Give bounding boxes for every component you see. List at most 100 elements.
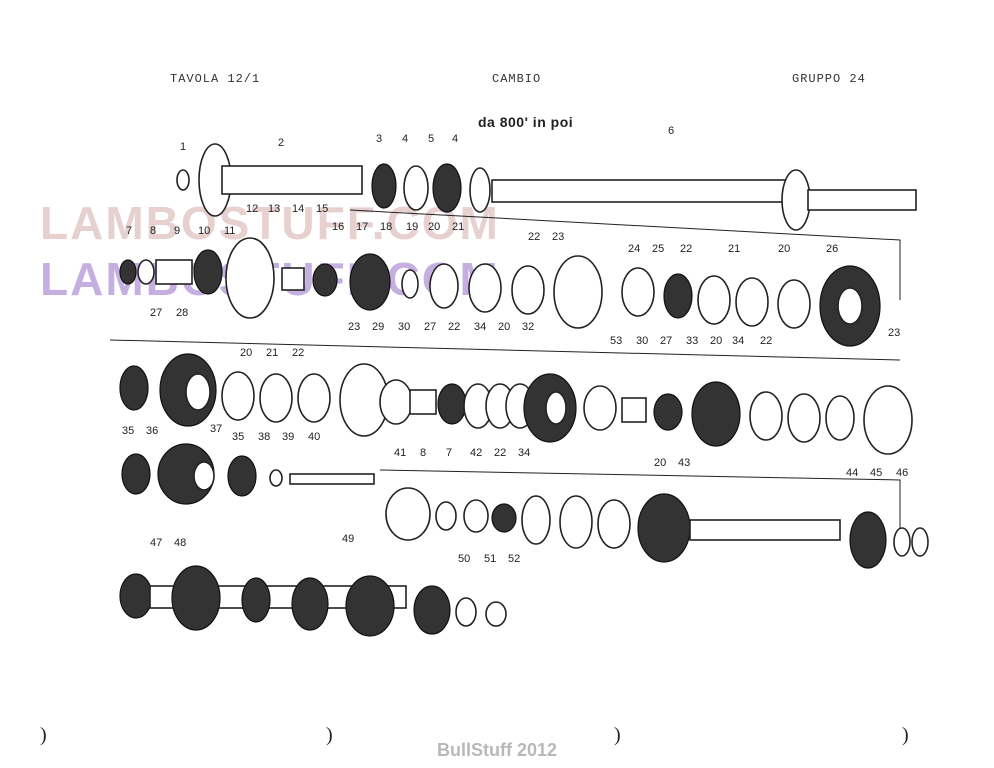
part-22f (521, 495, 551, 545)
scan-mark-3: ) (614, 724, 621, 746)
part-number-label: 34 (518, 447, 530, 459)
part-number-label: 16 (332, 221, 344, 233)
row-5-parts (119, 565, 507, 637)
part-number-label: 38 (258, 431, 270, 443)
part-number-label: 4 (452, 133, 458, 145)
part-number-label: 53 (610, 335, 622, 347)
part-number-label: 29 (372, 321, 384, 333)
part-44 (849, 511, 887, 569)
part-27c (653, 393, 683, 431)
part-4 (403, 165, 429, 211)
part-51 (455, 597, 477, 627)
part-22 (511, 265, 545, 315)
part-number-label: 20 (654, 457, 666, 469)
part-49-gear-a (241, 577, 271, 623)
part-23c (863, 385, 913, 455)
part-1 (176, 169, 190, 191)
part-20c (221, 371, 255, 421)
part-6-end (807, 189, 917, 211)
part-33-gear (691, 381, 741, 447)
part-number-label: 22 (494, 447, 506, 459)
part-number-label: 50 (458, 553, 470, 565)
part-20 (429, 263, 459, 309)
part-number-label: 23 (348, 321, 360, 333)
part-number-label: 27 (424, 321, 436, 333)
row-4-parts (121, 443, 929, 569)
part-number-label: 26 (826, 243, 838, 255)
part-number-label: 18 (380, 221, 392, 233)
part-number-label: 51 (484, 553, 496, 565)
part-48-gear (171, 565, 221, 631)
part-number-label: 33 (686, 335, 698, 347)
scan-mark-1: ) (40, 724, 47, 746)
part-number-label: 48 (174, 537, 186, 549)
part-number-label: 20 (240, 347, 252, 359)
part-number-label: 30 (636, 335, 648, 347)
part-number-label: 42 (470, 447, 482, 459)
part-45 (893, 527, 911, 557)
part-6-shaft (491, 179, 793, 203)
part-number-label: 23 (888, 327, 900, 339)
part-number-label: 12 (246, 203, 258, 215)
part-number-label: 13 (268, 203, 280, 215)
part-46 (911, 527, 929, 557)
part-number-label: 20 (498, 321, 510, 333)
part-number-label: 7 (446, 447, 452, 459)
part-7b (463, 499, 489, 533)
applicability-note: da 800' in poi (478, 114, 574, 130)
part-number-label: 21 (728, 243, 740, 255)
part-29 (379, 379, 413, 425)
part-25 (663, 273, 693, 319)
part-number-label: 25 (652, 243, 664, 255)
part-number-label: 22 (680, 243, 692, 255)
part-28-hub (185, 373, 211, 411)
part-37 (193, 461, 215, 491)
part-number-label: 35 (232, 431, 244, 443)
part-43-gear (637, 493, 691, 563)
part-number-label: 22 (292, 347, 304, 359)
part-number-label: 45 (870, 467, 882, 479)
part-41 (385, 487, 431, 541)
part-number-label: 43 (678, 457, 690, 469)
part-number-label: 2 (278, 137, 284, 149)
part-number-label: 1 (180, 141, 186, 153)
part-18-gear (349, 253, 391, 311)
part-number-label: 15 (316, 203, 328, 215)
part-3 (371, 163, 397, 209)
part-40-pin (289, 473, 375, 485)
part-53 (583, 385, 617, 431)
part-number-label: 24 (628, 243, 640, 255)
part-22e (825, 395, 855, 441)
part-number-label: 6 (668, 125, 674, 137)
row-3-parts (109, 339, 913, 455)
part-number-label: 34 (474, 321, 486, 333)
part-34b (787, 393, 821, 443)
part-number-label: 46 (896, 467, 908, 479)
part-38 (269, 469, 283, 487)
part-22c (297, 373, 331, 423)
scan-mark-2: ) (326, 724, 333, 746)
part-26-hub (837, 287, 863, 325)
part-8b (435, 501, 457, 531)
part-27b (437, 383, 467, 425)
part-number-label: 7 (126, 225, 132, 237)
part-49-gear-b (291, 577, 329, 631)
part-32-hub (545, 391, 567, 425)
row-1-axis (349, 209, 901, 300)
part-number-label: 41 (394, 447, 406, 459)
part-number-label: 47 (150, 537, 162, 549)
part-number-label: 19 (406, 221, 418, 233)
part-number-label: 36 (146, 425, 158, 437)
part-2-shaft (221, 165, 363, 195)
part-number-label: 3 (376, 133, 382, 145)
part-number-label: 40 (308, 431, 320, 443)
part-number-label: 14 (292, 203, 304, 215)
part-number-label: 32 (522, 321, 534, 333)
part-number-label: 23 (552, 231, 564, 243)
section-title: CAMBIO (492, 72, 542, 86)
part-35b (227, 455, 257, 497)
part-6-flange (781, 169, 811, 231)
part-10 (193, 249, 223, 295)
